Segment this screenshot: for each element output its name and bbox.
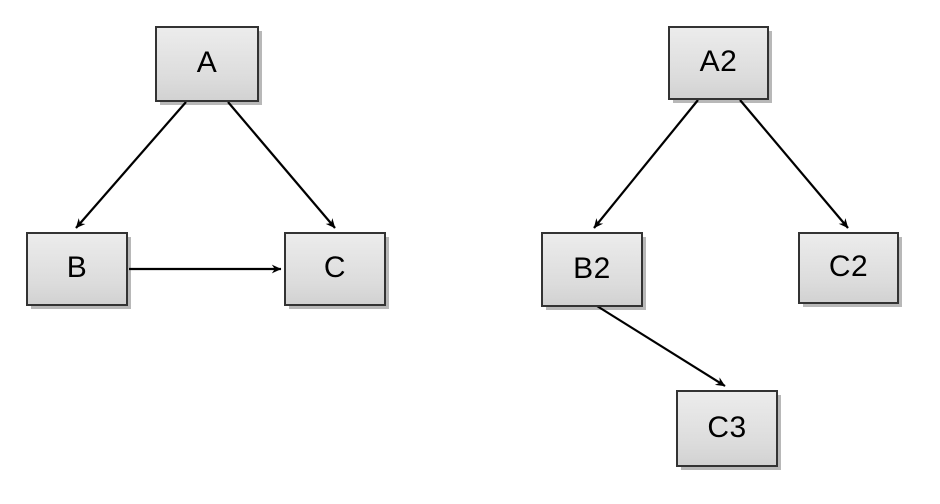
- node-c[interactable]: C: [284, 232, 386, 306]
- edge-a2-c2: [739, 99, 849, 229]
- node-c-label: C: [323, 251, 347, 284]
- node-c2[interactable]: C2: [798, 232, 899, 304]
- node-b2-label: B2: [573, 251, 611, 285]
- node-a[interactable]: A: [155, 26, 259, 102]
- node-a2-label: A2: [699, 45, 738, 78]
- edge-b2-c3: [596, 305, 726, 387]
- node-c2-label: C2: [828, 250, 869, 283]
- node-b-label: B: [66, 251, 88, 284]
- edge-a-c: [227, 101, 336, 229]
- edge-a2-b2: [593, 99, 699, 229]
- edge-a-b: [75, 101, 187, 229]
- node-b2[interactable]: B2: [541, 232, 643, 307]
- node-a-label: A: [196, 46, 218, 79]
- node-c3[interactable]: C3: [676, 390, 778, 467]
- node-a2[interactable]: A2: [668, 26, 769, 100]
- node-c3-label: C3: [707, 410, 747, 444]
- node-b[interactable]: B: [26, 232, 128, 306]
